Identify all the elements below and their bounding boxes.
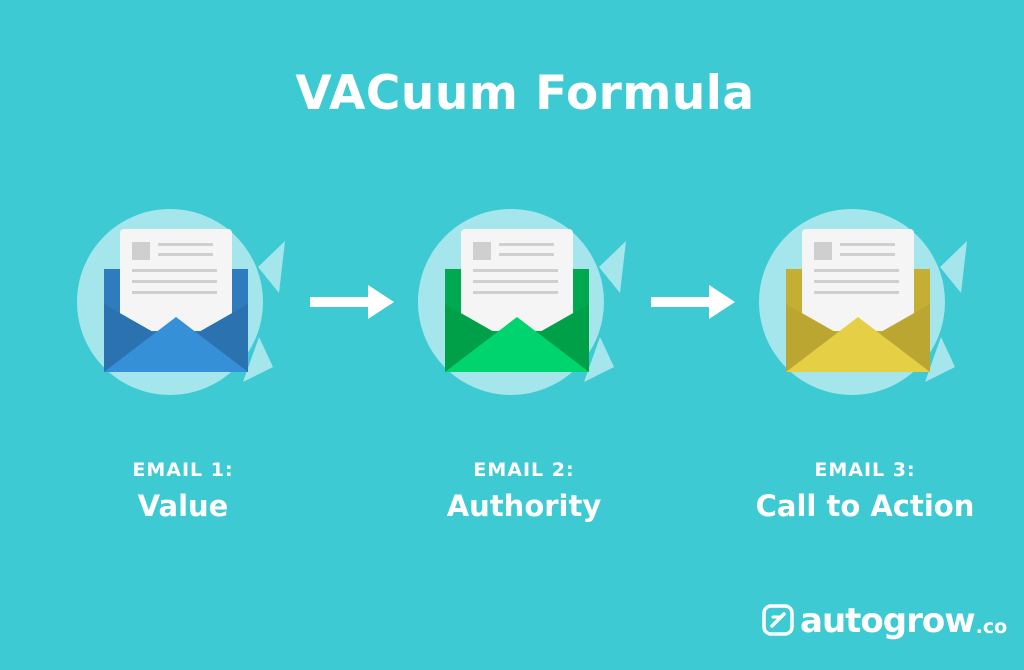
step-kicker: EMAIL 3: bbox=[814, 459, 916, 481]
step-kicker: EMAIL 2: bbox=[473, 459, 575, 481]
arrow-right-icon bbox=[310, 285, 394, 319]
arrow-right-icon bbox=[651, 285, 735, 319]
logo-tld: .co bbox=[975, 616, 1008, 638]
step-name: Value bbox=[137, 489, 229, 523]
step-kicker: EMAIL 1: bbox=[132, 459, 234, 481]
envelope-flap bbox=[445, 317, 589, 372]
logo-wordmark: autogrow bbox=[800, 601, 976, 641]
step-caption: EMAIL 2: Authority bbox=[404, 459, 644, 523]
step-name: Call to Action bbox=[755, 489, 975, 523]
step-caption: EMAIL 1: Value bbox=[63, 459, 303, 523]
envelope-cycle-icon bbox=[77, 209, 285, 395]
step-caption: EMAIL 3: Call to Action bbox=[745, 459, 985, 523]
envelope-flap bbox=[786, 317, 930, 372]
envelope-flap bbox=[104, 317, 248, 372]
step-name: Authority bbox=[446, 489, 602, 523]
page-title: VACuum Formula bbox=[295, 66, 755, 121]
autogrow-mark-icon bbox=[762, 604, 794, 636]
step-email-3: EMAIL 3: Call to Action bbox=[755, 207, 975, 537]
step-email-1: EMAIL 1: Value bbox=[73, 207, 293, 537]
autogrow-logo: autogrow .co bbox=[762, 594, 1007, 638]
envelope-cycle-icon bbox=[759, 209, 967, 395]
envelope-cycle-icon bbox=[418, 209, 626, 395]
step-email-2: EMAIL 2: Authority bbox=[414, 207, 634, 537]
